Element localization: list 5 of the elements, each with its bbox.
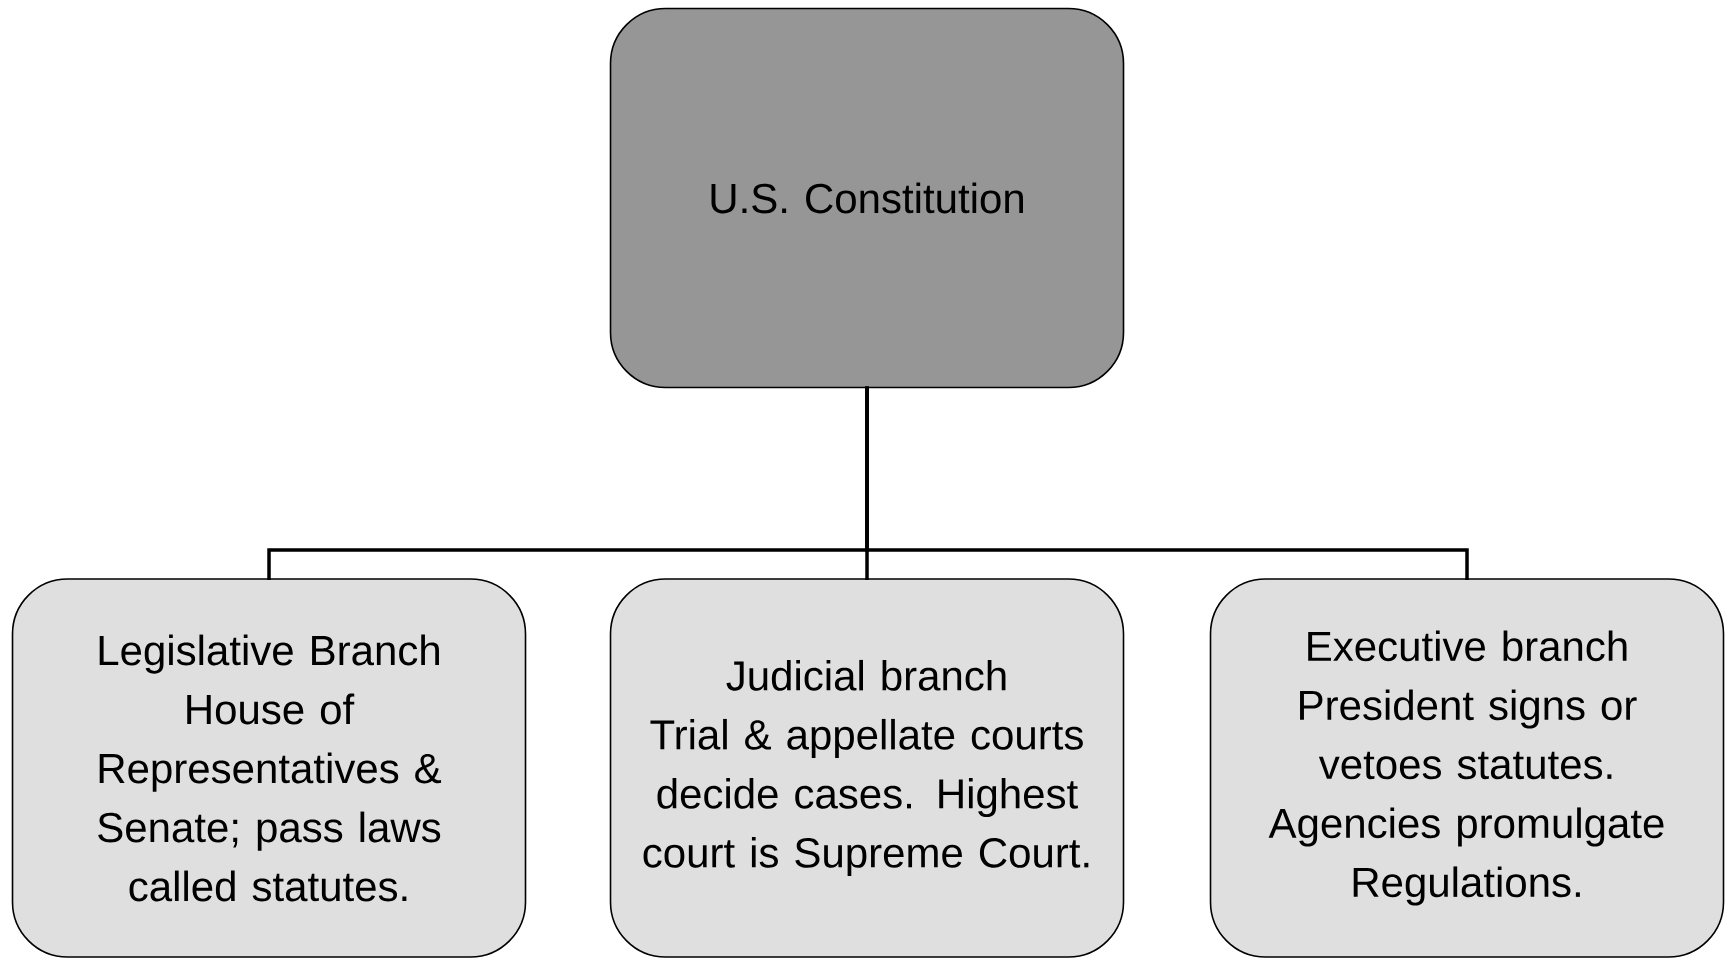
- branch-box: Legislative Branch House of Representatives & Senate; pass laws called statutes.: [11, 578, 527, 958]
- branch-box: Executive branch President signs or vetoes statutes. Agencies promulgate Regulations.: [1209, 578, 1725, 958]
- connector-line: [865, 386, 1469, 580]
- title-box: U.S. Constitution: [609, 7, 1125, 389]
- branch-box: Judicial branch Trial & appellate courts decide cases. Highest court is Supreme Court.: [609, 578, 1125, 958]
